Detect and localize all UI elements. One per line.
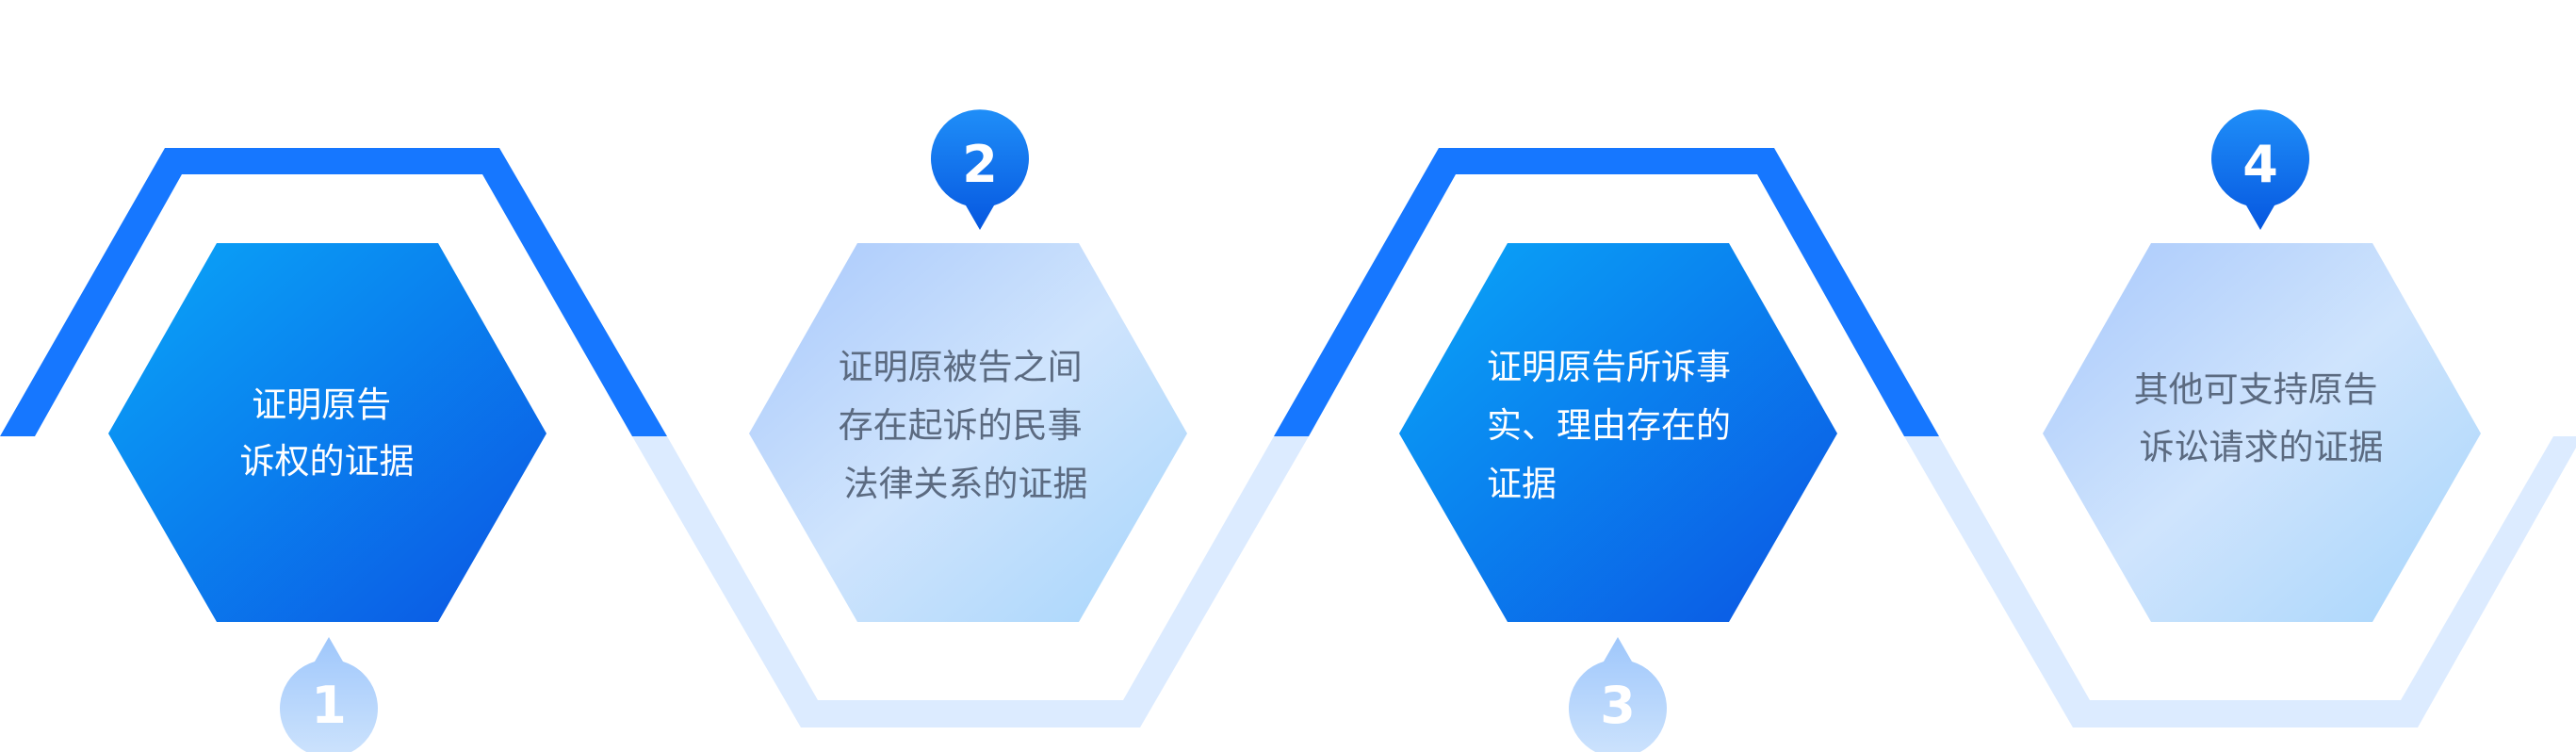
- step-3-marker: 3: [1569, 637, 1667, 752]
- step-1: [108, 243, 546, 622]
- step-1-hexagon: [108, 243, 546, 622]
- step-3: [1399, 243, 1837, 622]
- step-2-text-line: 法律关系的证据: [844, 464, 1088, 504]
- step-2-text: 证明原被告之间 存在起诉的民事 法律关系的证据: [839, 347, 1094, 504]
- step-3-number: 3: [1600, 676, 1636, 735]
- step-3-text-line: 实、理由存在的: [1487, 405, 1731, 446]
- step-1-marker-pin-icon: [280, 637, 378, 752]
- step-4-hexagon: [2043, 243, 2481, 622]
- step-2-marker-pin-icon: [930, 109, 1029, 230]
- step-2-text-line: 证明原被告之间: [839, 347, 1083, 387]
- step-2: [749, 243, 1187, 622]
- step-1-marker: 1: [280, 637, 378, 752]
- step-4-marker-pin-icon: [2211, 109, 2310, 230]
- step-2-marker: 2: [930, 109, 1029, 230]
- step-4-text-line: 其他可支持原告: [2134, 369, 2378, 410]
- step-2-text-line: 存在起诉的民事: [839, 405, 1083, 446]
- step-4-number: 4: [2242, 135, 2278, 194]
- step-2-hexagon: [749, 243, 1187, 622]
- step-4-marker: 4: [2211, 109, 2310, 230]
- step-1-text: 证明原告 诉权的证据: [240, 384, 415, 482]
- step-3-text-line: 证据: [1487, 464, 1557, 504]
- step-1-text-line: 证明原告: [252, 384, 391, 425]
- step-4-text: 其他可支持原告 诉讼请求的证据: [2134, 369, 2389, 467]
- step-4-text-line: 诉讼请求的证据: [2140, 427, 2384, 467]
- step-3-text-line: 证明原告所诉事: [1487, 347, 1731, 387]
- step-1-number: 1: [311, 676, 347, 735]
- step-3-text: 证明原告所诉事 实、理由存在的 证据: [1487, 347, 1742, 504]
- step-3-marker-pin-icon: [1569, 637, 1667, 752]
- step-2-number: 2: [962, 135, 998, 194]
- step-4: [2043, 243, 2481, 622]
- step-3-hexagon: [1399, 243, 1837, 622]
- step-1-text-line: 诉权的证据: [240, 441, 415, 482]
